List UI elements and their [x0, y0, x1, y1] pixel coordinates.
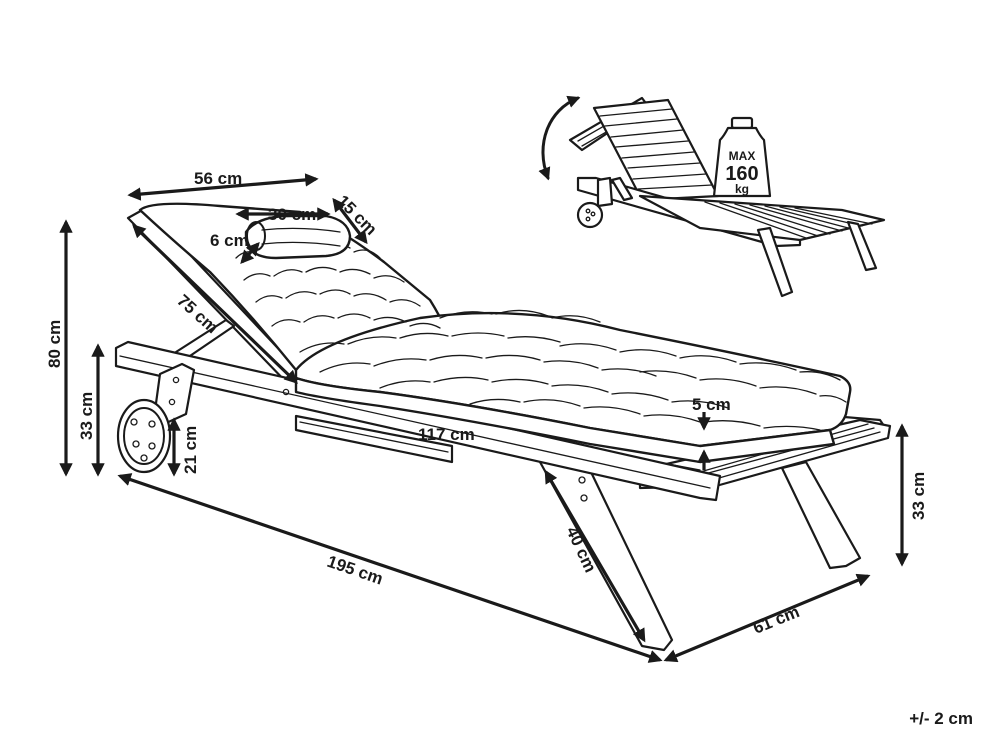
dim-seat-height: 33 cm [909, 472, 928, 520]
dim-seat-length: 117 cm [418, 425, 475, 444]
dim-total-width: 61 cm [750, 602, 802, 638]
dim-total-height: 80 cm [45, 320, 64, 368]
wheel [116, 398, 172, 474]
dim-cushion-thickness: 5 cm [692, 395, 731, 414]
rotate-arrow-icon [538, 95, 581, 181]
dim-backrest-width: 56 cm [194, 169, 242, 188]
weight-badge-unit: kg [735, 182, 749, 196]
inset-lounger: MAX 160 kg [538, 95, 886, 298]
dimension-lines [59, 173, 909, 663]
inset-backrest-slats [599, 108, 713, 190]
dim-pillow-height: 6 cm [210, 231, 249, 250]
weight-badge-label: MAX [729, 149, 756, 163]
weight-icon: MAX 160 kg [712, 116, 772, 198]
dim-frame-height: 33 cm [77, 392, 96, 440]
dim-pillow-length: 30 cm [268, 205, 316, 224]
inset-wheel [576, 201, 604, 229]
dim-wheel-height: 21 cm [181, 426, 200, 474]
tolerance-note: +/- 2 cm [909, 709, 973, 728]
weight-badge-value: 160 [725, 163, 758, 185]
